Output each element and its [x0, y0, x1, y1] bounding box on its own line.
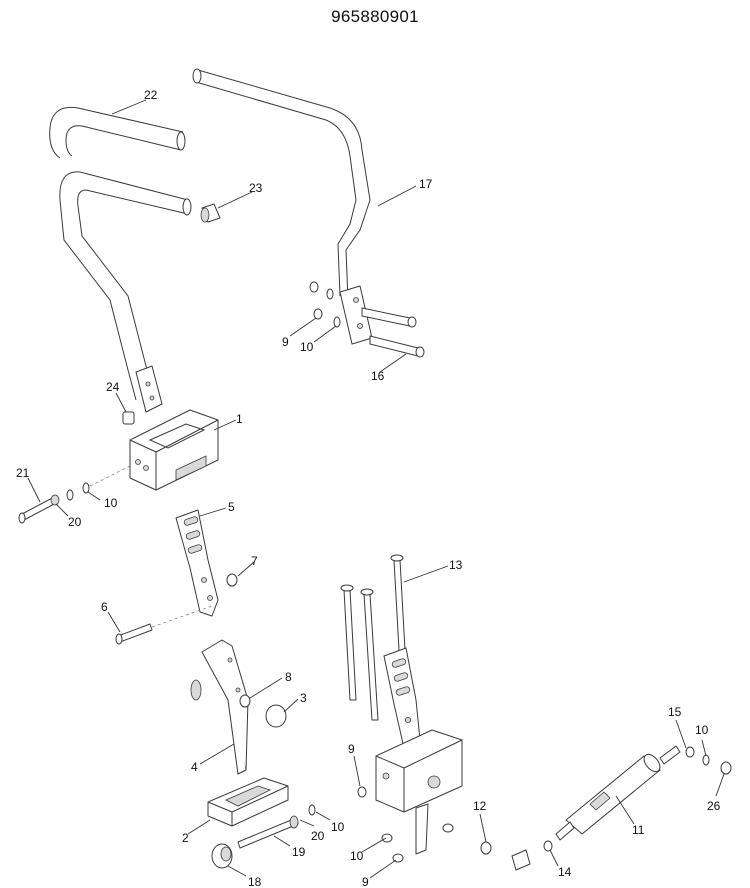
callout-10: 10 — [350, 849, 364, 863]
part-23-plug — [200, 203, 221, 223]
callout-9: 9 — [362, 875, 369, 888]
part-7-nut — [226, 573, 238, 587]
part-6-pin — [115, 605, 213, 645]
part-22-handle-tube — [49, 106, 186, 159]
part-18-knob — [211, 843, 233, 869]
callout-22: 22 — [144, 88, 158, 102]
callout-14: 14 — [558, 865, 572, 879]
callout-1: 1 — [236, 412, 243, 426]
callout-26: 26 — [707, 799, 721, 813]
leader-lines — [27, 99, 725, 879]
callout-12: 12 — [473, 799, 487, 813]
callout-19: 19 — [292, 845, 306, 859]
callout-20: 20 — [68, 515, 82, 529]
lower-bushings — [357, 786, 492, 863]
callout-18: 18 — [248, 875, 262, 888]
part-3-knob — [265, 704, 287, 728]
part-4-lever — [190, 639, 249, 775]
callout-21: 21 — [16, 466, 30, 480]
callout-5: 5 — [228, 500, 235, 514]
callout-13: 13 — [449, 558, 463, 572]
callout-6: 6 — [101, 600, 108, 614]
part-11-damper — [511, 745, 732, 871]
part-21-bolt-set — [18, 465, 131, 524]
callout-3: 3 — [300, 691, 307, 705]
callout-15: 15 — [668, 705, 682, 719]
callout-17: 17 — [419, 177, 433, 191]
part-8-spacer — [239, 694, 251, 708]
upper-nuts-washers — [309, 281, 341, 328]
callout-20: 20 — [311, 829, 325, 843]
right-base-box — [375, 729, 463, 855]
right-lever-plate — [383, 647, 421, 749]
part-5-lever-plate — [175, 509, 219, 617]
part-16-bolts — [361, 307, 425, 358]
part-17-handle-tube — [192, 68, 373, 345]
diagram-title: 965880901 — [331, 7, 419, 26]
callout-labels: 22 23 17 9 10 16 24 1 21 10 20 5 7 13 6 … — [16, 88, 721, 888]
callout-11: 11 — [632, 823, 645, 837]
callout-24: 24 — [106, 380, 120, 394]
callout-9: 9 — [348, 742, 355, 756]
callout-9: 9 — [282, 335, 289, 349]
part-1-bracket — [129, 409, 219, 491]
callout-23: 23 — [249, 181, 263, 195]
callout-4: 4 — [191, 760, 198, 774]
part-19-shaft — [237, 804, 316, 849]
callout-10: 10 — [104, 496, 118, 510]
callout-16: 16 — [371, 369, 385, 383]
callout-10: 10 — [300, 340, 314, 354]
callout-8: 8 — [285, 670, 292, 684]
callout-2: 2 — [182, 831, 189, 845]
left-handle-tube — [59, 171, 192, 413]
callout-7: 7 — [251, 554, 258, 568]
callout-10: 10 — [695, 723, 709, 737]
part-24-nut — [122, 411, 135, 425]
part-2-bracket — [207, 777, 289, 827]
callout-10: 10 — [331, 820, 345, 834]
